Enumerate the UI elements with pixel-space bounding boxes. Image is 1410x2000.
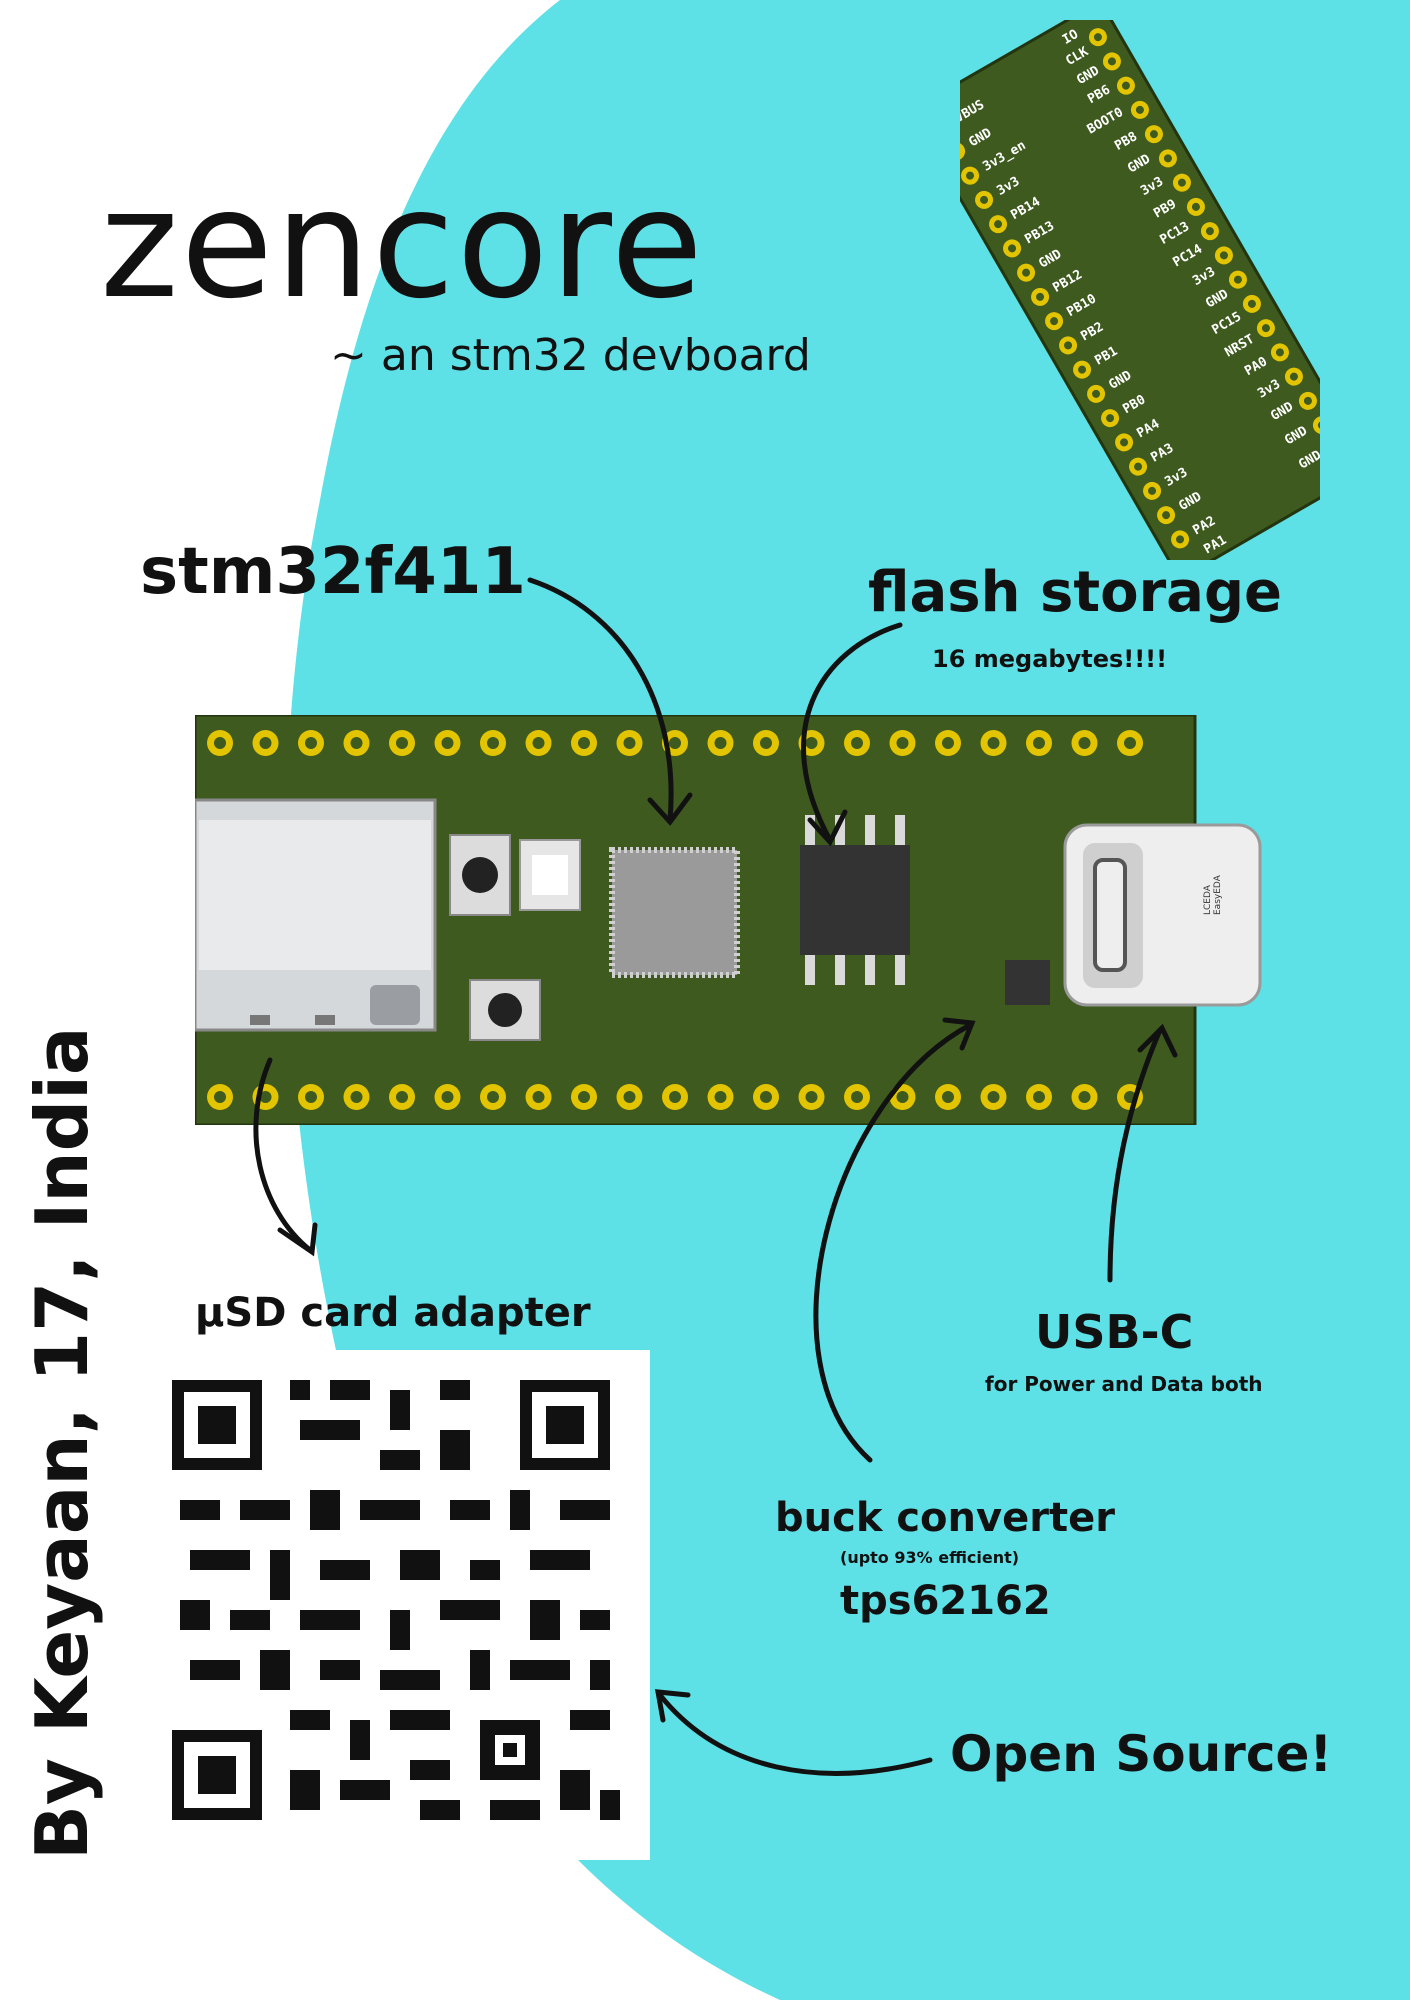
pin-hole: [851, 737, 863, 749]
label-buck: buck converter: [775, 1495, 1115, 1541]
label-sd: µSD card adapter: [195, 1290, 591, 1336]
label-buck-part: tps62162: [840, 1578, 1051, 1624]
pin-hole: [1033, 1091, 1045, 1103]
label-mcu: stm32f411: [140, 535, 526, 609]
pin-hole: [487, 737, 499, 749]
pin-label-right: IO: [1060, 27, 1081, 48]
pin-hole: [942, 737, 954, 749]
label-usb-note: for Power and Data both: [985, 1372, 1263, 1396]
pin-hole: [1124, 737, 1136, 749]
pin-hole: [350, 737, 363, 749]
pin-hole: [760, 1091, 772, 1103]
pin-hole: [305, 1091, 317, 1103]
poster-title: zencore: [100, 158, 705, 332]
pin-hole: [396, 1091, 408, 1103]
pin-hole: [623, 1091, 636, 1103]
pin-hole: [760, 737, 772, 749]
pin-hole: [623, 737, 636, 749]
pin-hole: [259, 1091, 272, 1103]
pin-hole: [896, 737, 909, 749]
pin-hole: [1078, 1091, 1091, 1103]
pin-hole: [714, 1091, 727, 1103]
label-flash-note: 16 megabytes!!!!: [932, 645, 1168, 673]
pin-hole: [350, 1091, 363, 1103]
pin-hole: [532, 1091, 545, 1103]
pin-hole: [987, 1091, 1000, 1103]
pin-hole: [942, 1091, 954, 1103]
pin-hole: [396, 737, 408, 749]
pin-hole: [805, 737, 818, 749]
pin-hole: [714, 737, 727, 749]
usb-silk-2: EasyEDA: [1213, 874, 1223, 915]
pin-hole: [805, 1091, 818, 1103]
pin-hole: [441, 1091, 454, 1103]
pin-hole: [532, 737, 545, 749]
pin-hole: [896, 1091, 909, 1103]
pin-hole: [987, 737, 1000, 749]
pin-hole: [578, 737, 590, 749]
pin-hole: [305, 737, 317, 749]
pin-hole: [1033, 737, 1045, 749]
pin-hole: [669, 737, 681, 749]
label-usb: USB-C: [1035, 1305, 1194, 1359]
usb-silk-1: LCEDA: [1203, 884, 1213, 915]
poster-subtitle: ~ an stm32 devboard: [330, 330, 811, 381]
pin-hole: [441, 737, 454, 749]
pin-hole: [259, 737, 272, 749]
pinout-board-image: VBUS GND 3v3_en 3v3 PB14 PB13 GND PB12 P…: [960, 20, 1320, 560]
pin-hole: [214, 737, 226, 749]
label-buck-note: (upto 93% efficient): [840, 1548, 1020, 1567]
pin-hole: [1078, 737, 1091, 749]
pin-hole: [578, 1091, 590, 1103]
pin-hole: [669, 1091, 681, 1103]
main-board-image: LCEDA EasyEDA: [195, 715, 1265, 1125]
pin-hole: [487, 1091, 499, 1103]
qr-code: [150, 1350, 650, 1860]
pin-hole: [214, 1091, 226, 1103]
label-flash: flash storage: [868, 560, 1283, 625]
label-open-source: Open Source!: [950, 1725, 1333, 1783]
pin-hole: [851, 1091, 863, 1103]
